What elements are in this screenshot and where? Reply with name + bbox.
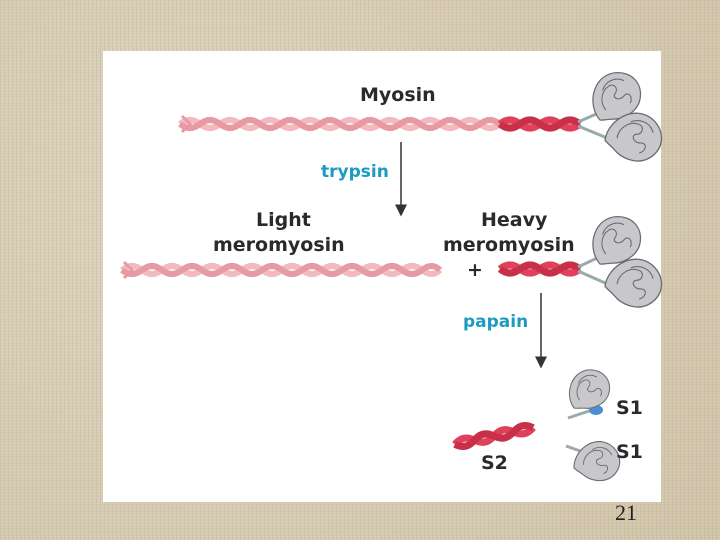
s1-head-top (563, 364, 615, 414)
light-meromyosin-label-line1: Light (256, 209, 311, 231)
myosin-molecule (178, 65, 671, 172)
myosin-light-tail (178, 114, 502, 134)
s1-label-top: S1 (616, 397, 643, 419)
light-meromyosin-label-line2: meromyosin (213, 234, 345, 256)
page-number: 21 (615, 500, 637, 525)
s2-label: S2 (481, 452, 508, 474)
heavy-meromyosin-label-line2: meromyosin (443, 234, 575, 256)
myosin-heavy-segment (497, 116, 583, 132)
s1-fragment-bottom (565, 434, 626, 488)
plus-sign: + (467, 259, 483, 281)
s1-fragment-top (563, 364, 615, 420)
myosin-label: Myosin (360, 84, 436, 106)
heavy-meromyosin-label-line1: Heavy (481, 209, 548, 231)
heavy-meromyosin-molecule (497, 209, 671, 318)
papain-label: papain (463, 312, 528, 332)
s1-label-bottom: S1 (616, 441, 643, 463)
light-meromyosin-molecule (120, 260, 443, 280)
trypsin-label: trypsin (321, 162, 389, 182)
s2-fragment (452, 422, 536, 450)
